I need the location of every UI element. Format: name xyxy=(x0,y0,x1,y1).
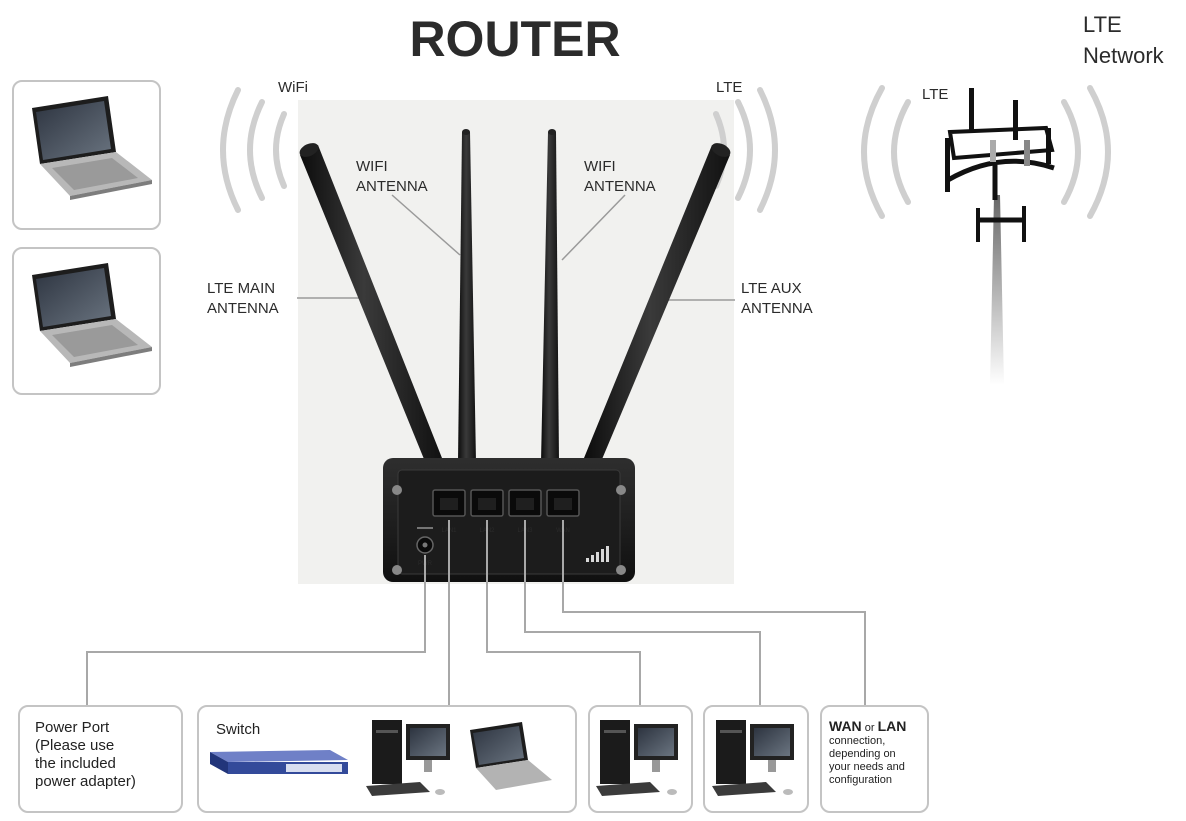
wan-lan-line: your needs and xyxy=(829,761,905,773)
port-lan1: LAN1 xyxy=(432,489,466,534)
laptop-box-2 xyxy=(12,247,161,395)
cell-tower-icon xyxy=(945,88,1055,385)
wifi-antenna-right xyxy=(541,129,559,462)
wan-lan-line: depending on xyxy=(829,748,896,760)
power-port-line: Power Port xyxy=(35,719,110,736)
wifi-label: WiFi xyxy=(278,79,308,96)
switch-label: Switch xyxy=(216,721,261,738)
network-switch-icon xyxy=(210,750,348,774)
network-title-line1: LTE xyxy=(1083,12,1122,37)
lte-main-antenna xyxy=(299,143,442,464)
desktop-computer-icon xyxy=(596,720,678,796)
wan-lan-line: configuration xyxy=(829,774,892,786)
network-title-line2: Network xyxy=(1083,43,1165,68)
wan-label: WAN xyxy=(829,718,862,734)
wan-lan-line: connection, xyxy=(829,735,886,747)
laptop-box-1 xyxy=(12,80,161,230)
diagram-title: ROUTER xyxy=(409,11,620,67)
connection-lines xyxy=(86,520,866,705)
tower-signal-icon xyxy=(861,85,1111,219)
power-port-line: power adapter) xyxy=(35,773,136,790)
lte-aux-antenna-label-1: LTE AUX xyxy=(741,280,802,297)
wan-lan-description: WAN or LAN connection, depending on your… xyxy=(829,718,925,787)
tower-lte-label: LTE xyxy=(922,86,948,103)
power-port-line: the included xyxy=(35,755,116,772)
wan-lan-heading: WAN or LAN xyxy=(829,718,925,735)
laptop-icon xyxy=(470,722,552,790)
desktop-computer-icon xyxy=(366,720,450,796)
antenna-leader-lines xyxy=(297,194,735,301)
wifi-antenna-left-label-2: ANTENNA xyxy=(356,178,428,195)
power-port-box xyxy=(18,705,183,813)
signal-strength-icon xyxy=(586,546,609,562)
wifi-antenna-left xyxy=(458,129,476,462)
lte-aux-antenna xyxy=(584,143,731,464)
laptop-icon xyxy=(32,96,152,200)
wifi-antenna-left-label-1: WIFI xyxy=(356,158,388,175)
lte-label: LTE xyxy=(716,79,742,96)
lte-main-antenna-label-2: ANTENNA xyxy=(207,300,279,317)
or-label: or xyxy=(864,722,875,734)
lte-main-antenna-label-1: LTE MAIN xyxy=(207,280,275,297)
power-port-line: (Please use xyxy=(35,737,115,754)
wan-lan-box xyxy=(820,705,929,813)
lan-label: LAN xyxy=(877,718,907,734)
wifi-signal-icon xyxy=(220,87,287,213)
lte-aux-antenna-label-2: ANTENNA xyxy=(741,300,813,317)
wifi-antenna-right-label-2: ANTENNA xyxy=(584,178,656,195)
wifi-antenna-right-label-1: WIFI xyxy=(584,158,616,175)
laptop-icon xyxy=(32,263,152,367)
desktop-computer-icon xyxy=(712,720,794,796)
power-port-description: Power Port (Please use the included powe… xyxy=(35,719,136,791)
